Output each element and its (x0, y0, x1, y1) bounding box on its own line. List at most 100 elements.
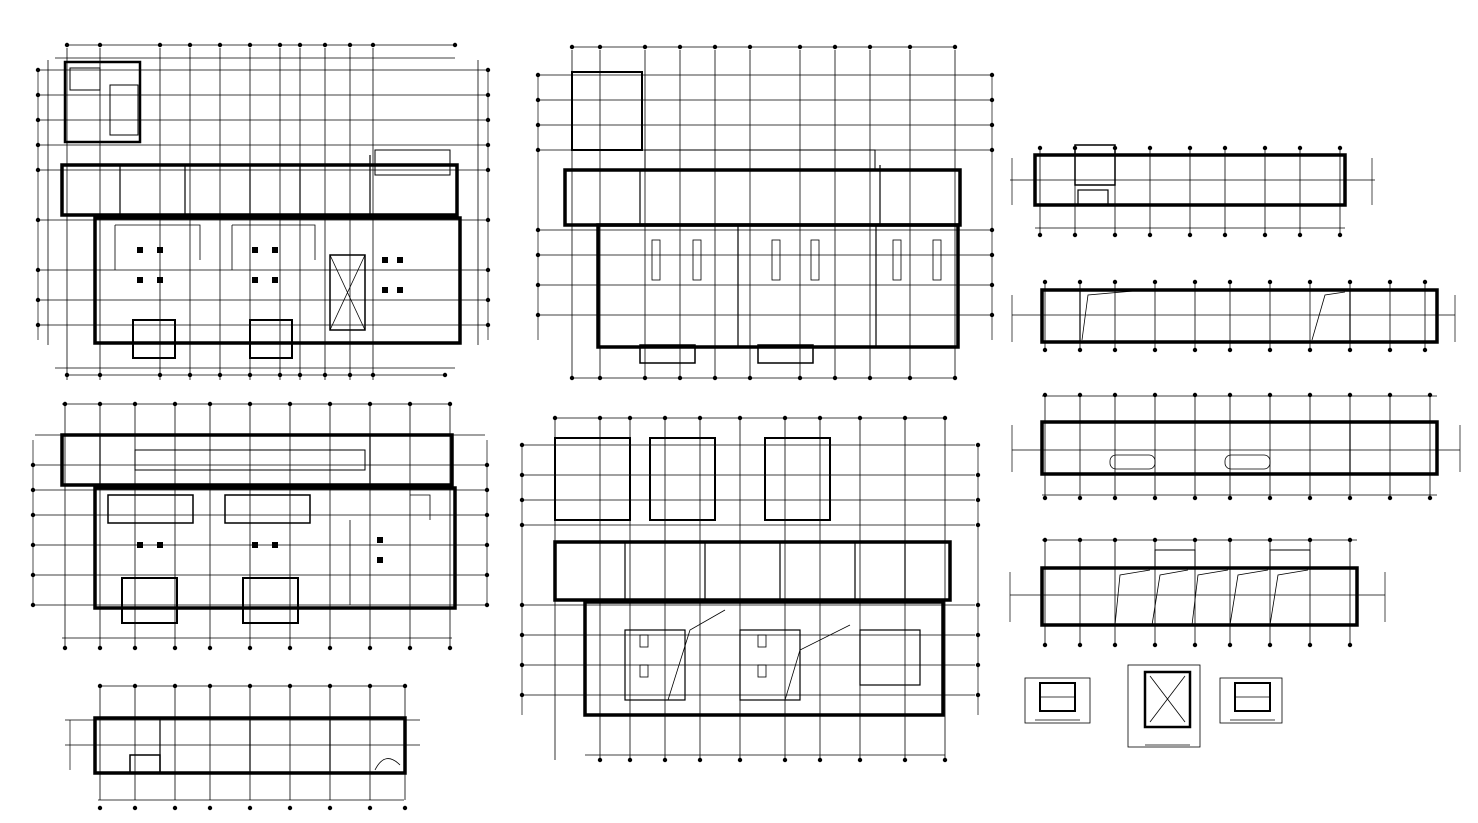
axis-marker (172, 683, 178, 689)
axis-marker (1152, 495, 1158, 501)
column-marker (397, 287, 403, 293)
axis-marker (737, 757, 743, 763)
axis-marker (132, 805, 138, 811)
axis-marker (322, 42, 328, 48)
plan-i-grid (1010, 540, 1385, 645)
axis-marker (485, 322, 491, 328)
axis-marker (1042, 347, 1048, 353)
axis-marker (247, 42, 253, 48)
axis-marker (519, 602, 525, 608)
axis-marker (519, 442, 525, 448)
axis-marker (1427, 495, 1433, 501)
column-marker (252, 247, 258, 253)
axis-marker (484, 487, 490, 493)
axis-marker (1192, 537, 1198, 543)
axis-marker (247, 645, 253, 651)
axis-marker (485, 92, 491, 98)
axis-marker (402, 805, 408, 811)
axis-marker (519, 692, 525, 698)
column-marker (272, 542, 278, 548)
plan-f-grid (1010, 148, 1375, 235)
axis-marker (30, 602, 36, 608)
axis-marker (287, 401, 293, 407)
axis-marker (975, 602, 981, 608)
axis-marker (485, 167, 491, 173)
axis-marker (712, 375, 718, 381)
axis-marker (1387, 495, 1393, 501)
axis-marker (97, 372, 103, 378)
axis-marker (35, 267, 41, 273)
axis-marker (484, 542, 490, 548)
axis-marker (867, 375, 873, 381)
axis-marker (367, 683, 373, 689)
plan-a-grid (40, 48, 490, 380)
axis-marker (370, 372, 376, 378)
column-marker (137, 542, 143, 548)
axis-marker (989, 72, 995, 78)
axis-marker (642, 375, 648, 381)
axis-marker (1152, 392, 1158, 398)
axis-marker (97, 42, 103, 48)
axis-marker (975, 497, 981, 503)
axis-marker (627, 757, 633, 763)
axis-marker (832, 375, 838, 381)
axis-marker (447, 645, 453, 651)
column-marker (272, 277, 278, 283)
axis-marker (1337, 232, 1343, 238)
floor-plan-d (520, 417, 979, 760)
axis-marker (187, 42, 193, 48)
axis-marker (327, 683, 333, 689)
axis-marker (35, 217, 41, 223)
axis-marker (172, 645, 178, 651)
axis-marker (62, 645, 68, 651)
axis-marker (207, 683, 213, 689)
axis-marker (907, 375, 913, 381)
axis-marker (697, 415, 703, 421)
axis-marker (597, 415, 603, 421)
axis-marker (207, 401, 213, 407)
column-marker (397, 257, 403, 263)
axis-marker (1267, 392, 1273, 398)
axis-marker (1077, 642, 1083, 648)
axis-marker (1422, 279, 1428, 285)
axis-marker (989, 97, 995, 103)
column-marker (377, 557, 383, 563)
column-marker (252, 542, 258, 548)
axis-marker (347, 372, 353, 378)
axis-marker (402, 683, 408, 689)
detail-plan-k (1127, 664, 1201, 748)
axis-marker (485, 217, 491, 223)
column-marker (382, 287, 388, 293)
axis-marker (1192, 347, 1198, 353)
axis-marker (297, 372, 303, 378)
axis-marker (484, 462, 490, 468)
axis-marker (370, 42, 376, 48)
axis-marker (1347, 347, 1353, 353)
floor-plan-c (32, 403, 488, 648)
axis-marker (1072, 145, 1078, 151)
axis-marker (952, 375, 958, 381)
axis-marker (797, 44, 803, 50)
axis-marker (35, 92, 41, 98)
axis-marker (452, 42, 458, 48)
axis-marker (30, 542, 36, 548)
axis-marker (1042, 537, 1048, 543)
axis-marker (484, 572, 490, 578)
column-marker (252, 277, 258, 283)
axis-marker (247, 683, 253, 689)
axis-marker (1192, 642, 1198, 648)
axis-marker (1227, 392, 1233, 398)
axis-marker (535, 252, 541, 258)
column-marker (137, 277, 143, 283)
axis-marker (975, 632, 981, 638)
plan-e-grid (65, 688, 420, 800)
axis-marker (1042, 642, 1048, 648)
axis-marker (1192, 392, 1198, 398)
axis-marker (30, 487, 36, 493)
floor-plan-a (37, 44, 490, 380)
axis-marker (1077, 279, 1083, 285)
axis-marker (1187, 232, 1193, 238)
axis-marker (277, 372, 283, 378)
axis-marker (519, 662, 525, 668)
axis-marker (1347, 392, 1353, 398)
